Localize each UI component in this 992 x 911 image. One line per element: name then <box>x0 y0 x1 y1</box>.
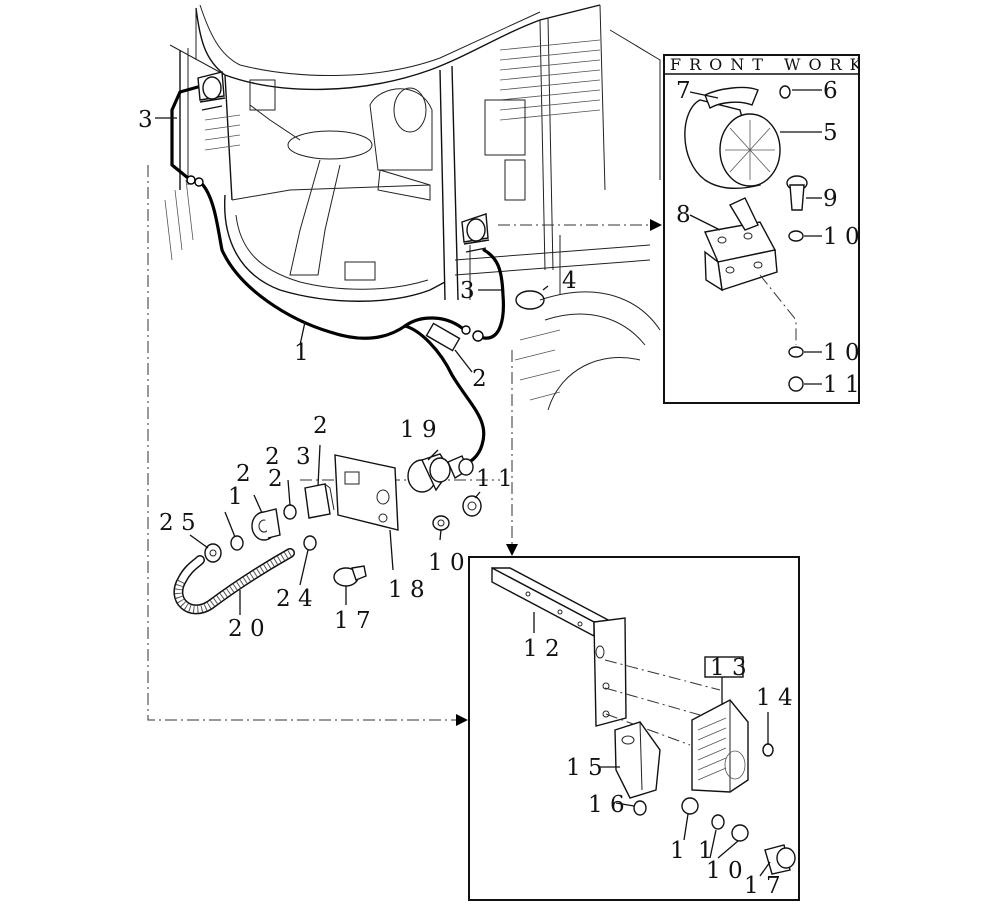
callout-15: 1 5 <box>566 755 603 781</box>
callout-10: 1 0 <box>428 550 465 576</box>
callout-20: 2 0 <box>228 616 265 642</box>
callout-12: 1 2 <box>523 636 560 662</box>
callout-3: 3 <box>296 444 311 470</box>
callout-7: 7 <box>676 78 691 104</box>
inset-rear-light <box>468 556 800 901</box>
callout-10: 1 0 <box>823 340 860 366</box>
wiring-harness <box>170 83 506 468</box>
callout-labels: 3 1 2 3 4 7 6 5 9 8 1 0 1 0 1 1 1 9 2 3 … <box>138 78 860 899</box>
callout-9: 9 <box>823 186 838 212</box>
callout-5: 5 <box>823 120 838 146</box>
cab-work-light-left <box>197 71 226 111</box>
callout-2: 2 <box>313 413 328 439</box>
callout-25: 2 5 <box>159 510 196 536</box>
socket-assembly <box>173 453 482 615</box>
callout-2: 2 <box>236 461 251 487</box>
cab-work-light-right <box>461 213 490 253</box>
callout-19: 1 9 <box>400 417 437 443</box>
callout-18: 1 8 <box>388 577 425 603</box>
callout-11: 1 1 <box>476 466 513 492</box>
reference-lines <box>147 165 662 726</box>
callout-8: 8 <box>676 202 691 228</box>
callout-17: 1 7 <box>334 608 371 634</box>
callout-11: 1 1 <box>823 372 860 398</box>
upper-callouts <box>155 117 549 373</box>
callout-17: 1 7 <box>744 873 781 899</box>
callout-6: 6 <box>823 78 838 104</box>
callout-4: 4 <box>562 268 577 294</box>
callout-2: 2 <box>268 466 283 492</box>
inset-title: FRONT WORK <box>670 55 870 74</box>
callout-10: 1 0 <box>823 224 860 250</box>
callout-11: 1 <box>670 838 685 864</box>
callout-14: 1 4 <box>756 685 793 711</box>
callout-13: 1 3 <box>710 655 747 681</box>
callout-2: 2 <box>265 444 280 470</box>
lower-left-callouts <box>189 444 481 615</box>
callout-16: 1 6 <box>588 792 625 818</box>
callout-10: 1 0 <box>706 858 743 884</box>
cable-ring <box>515 290 545 310</box>
callout-2: 2 <box>472 366 487 392</box>
callout-1: 1 <box>228 484 243 510</box>
callout-1: 1 <box>294 340 309 366</box>
callout-3: 3 <box>460 278 475 304</box>
callout-24: 2 4 <box>276 586 313 612</box>
callout-3: 3 <box>138 107 153 133</box>
callout-11: 1 <box>698 838 713 864</box>
inset-front-work: FRONT WORK <box>663 54 870 404</box>
tractor-cab-illustration <box>164 4 661 411</box>
